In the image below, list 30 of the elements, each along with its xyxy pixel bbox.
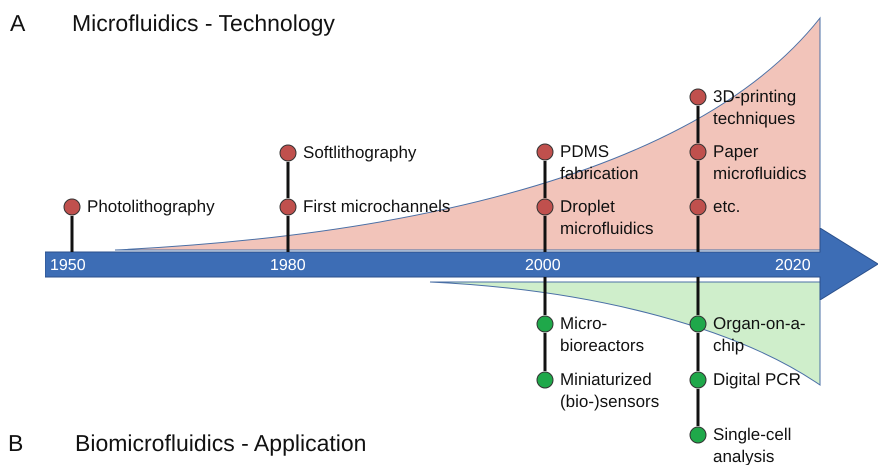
connector-line xyxy=(544,333,546,371)
connector-line xyxy=(544,216,546,252)
connector-line xyxy=(544,161,546,198)
milestone-label: Photolithography xyxy=(87,196,216,218)
milestone-label: Digital PCR xyxy=(713,369,802,391)
year-label: 2000 xyxy=(525,257,561,275)
year-label: 1980 xyxy=(270,257,306,275)
milestone-label: Softlithography xyxy=(303,142,418,164)
connector-line xyxy=(696,389,700,426)
milestone-label: etc. xyxy=(713,196,742,218)
connector-line xyxy=(696,106,700,143)
year-label: 1950 xyxy=(50,257,86,275)
milestone-label: Droplet microfluidics xyxy=(560,196,655,240)
panel-letter: A xyxy=(10,10,26,37)
connector-line xyxy=(696,333,700,371)
milestone-label: Organ-on-a-chip xyxy=(713,313,807,357)
section-heading: Biomicrofluidics - Application xyxy=(75,430,366,457)
connector-line xyxy=(696,161,700,198)
connector-line xyxy=(696,277,700,315)
year-label: 2020 xyxy=(775,257,811,275)
milestone-label: Paper microfluidics xyxy=(713,141,808,185)
connector-line xyxy=(286,162,290,198)
connector-line xyxy=(544,277,546,315)
connector-line xyxy=(70,216,74,252)
milestone-label: Miniaturized (bio-)sensors xyxy=(560,369,660,413)
connector-line xyxy=(696,216,700,252)
section-heading: Microfluidics - Technology xyxy=(72,10,335,37)
milestone-label: Micro-bioreactors xyxy=(560,313,646,357)
milestone-label: First microchannels xyxy=(303,196,452,218)
panel-letter: B xyxy=(8,430,24,457)
